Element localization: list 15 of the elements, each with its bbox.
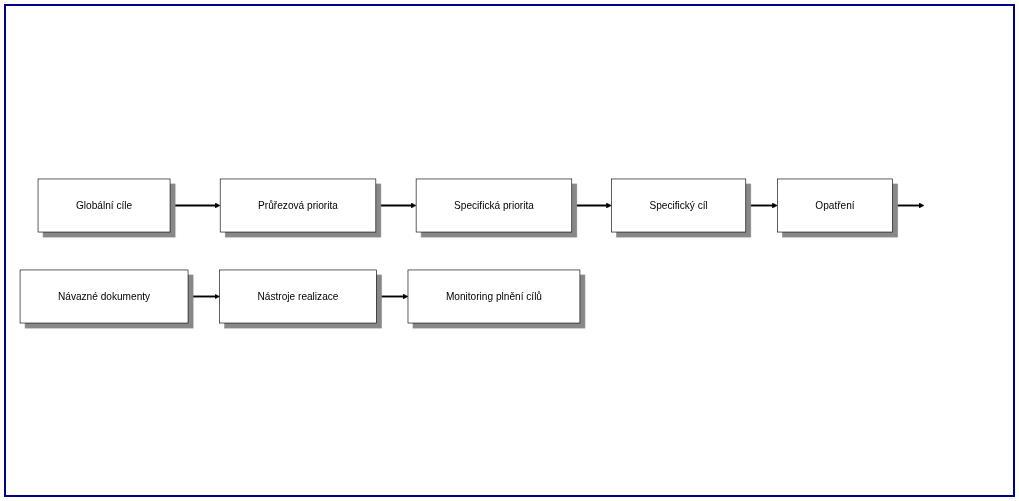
arrow xyxy=(891,202,924,208)
node-box: Průřezová priorita xyxy=(219,178,376,232)
arrow xyxy=(168,202,220,208)
node-box: Globální cíle xyxy=(37,178,170,232)
node-box: Specifická priorita xyxy=(415,178,572,232)
arrow xyxy=(186,293,220,299)
node-box: Specifický cíl xyxy=(610,178,746,232)
node-box: Nástroje realizace xyxy=(218,269,377,323)
arrow xyxy=(374,293,408,299)
arrow xyxy=(570,202,612,208)
arrow xyxy=(744,202,778,208)
node-box: Monitoring plnění cílů xyxy=(407,269,580,323)
arrow xyxy=(374,202,416,208)
node-box: Opatření xyxy=(776,178,893,232)
node-box: Návazné dokumenty xyxy=(19,269,188,323)
